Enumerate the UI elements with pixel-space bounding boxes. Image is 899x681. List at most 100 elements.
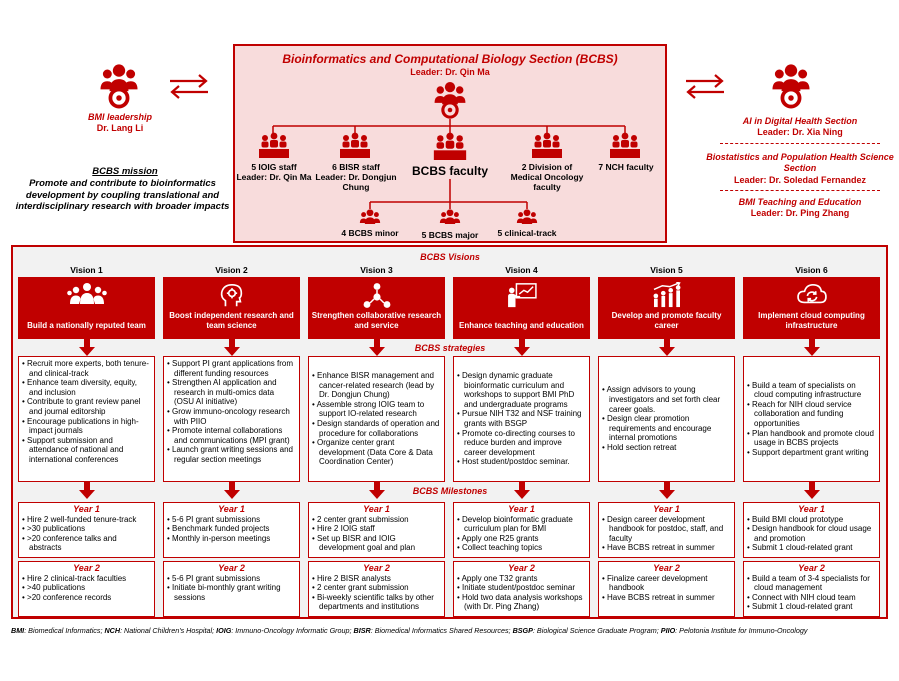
strategy-item: Enhance team diversity, equity, and incl… [22,378,151,397]
strategy-box: Design dynamic graduate bioinformatic cu… [453,356,590,482]
strategy-list: Build a team of specialists on cloud com… [747,381,876,458]
bcbs-faculty-icon [433,132,467,160]
year1-milestone-list: 5-6 PI grant submissionsBenchmark funded… [167,515,296,544]
footnote-full: : Biomedical Informatics; [24,626,105,635]
strategy-item: Support submission and attendance of nat… [22,436,151,465]
milestone-item: Hire 2 IOIG staff [312,524,441,534]
sub-unit-clinical-track: 5 clinical-track [497,228,557,238]
footnote-abbr: BISR [353,626,371,635]
year1-label: Year 1 [363,504,390,514]
footnote-abbr: PIIO [660,626,676,635]
vision-title: Vision 4 [505,265,538,275]
vision-label: Strengthen collaborative research and se… [311,311,442,330]
sub-unit-bcbs-minor: 4 BCBS minor [341,228,399,238]
milestone-item: 5-6 PI grant submissions [167,515,296,525]
strategy-item: Promote co-directing courses to reduce b… [457,429,586,458]
year1-milestone-box: Year 1Develop bioinformatic graduate cur… [453,502,590,558]
bcbs-title: Bioinformatics and Computational Biology… [282,52,618,66]
milestone-item: Set up BISR and IOIG development goal an… [312,534,441,553]
strategies-label: BCBS strategies [414,343,486,353]
vision-title: Vision 6 [795,265,828,275]
strategy-box: Support PI grant applications from diffe… [163,356,300,482]
vision-label: Implement cloud computing infrastructure [758,311,865,330]
vision-card: Implement cloud computing infrastructure [743,277,880,339]
cloud-sync-icon [743,282,880,313]
milestone-item: >40 publications [22,583,151,593]
strategy-box: Recruit more experts, both tenure- and c… [18,356,155,482]
ioig-staff-icon [259,132,289,158]
vision-card: Build a nationally reputed team [18,277,155,339]
section-divider [720,190,880,191]
milestone-item: 2 center grant submission [312,515,441,525]
down-arrow-icon [803,482,820,499]
unit-medical-oncology: 2 Division of Medical Oncology faculty [510,162,584,192]
year2-milestone-box: Year 2Hire 2 clinical-track faculties>40… [18,561,155,617]
nch-faculty-icon [610,132,640,158]
milestone-item: Build BMI cloud prototype [747,515,876,525]
strategy-box: Enhance BISR management and cancer-relat… [308,356,445,482]
mission-title: BCBS mission [92,166,158,177]
milestone-item: >20 conference records [22,593,151,603]
year2-milestone-list: Finalize career development handbookHave… [602,574,731,603]
footnote-abbr: IOIG [216,626,232,635]
milestone-item: Build a team of 3-4 specialists for clou… [747,574,876,593]
unit-nch-faculty: 7 NCH faculty [598,162,654,172]
footnote-abbr: BMI [11,626,25,635]
year2-milestone-list: Build a team of 3-4 specialists for clou… [747,574,876,612]
down-arrow-icon [368,482,385,499]
strategy-item: Build a team of specialists on cloud com… [747,381,876,400]
medical-oncology-icon [532,132,562,158]
unit-bisr-line1: 6 BISR staff [332,162,380,172]
down-arrow-icon [513,482,530,499]
milestone-item: Hire 2 BISR analysts [312,574,441,584]
year1-milestone-list: Hire 2 well-funded tenure-track>30 publi… [22,515,151,553]
bmi-leadership-name: Dr. Lang Li [96,123,144,133]
milestone-item: Initiate student/postdoc seminar [457,583,586,593]
section-ai-digital-health-name: AI in Digital Health Section [742,116,858,126]
vision-title: Vision 5 [650,265,683,275]
strategy-item: Promote internal collaborations and comm… [167,426,296,445]
strategy-item: Pursue NIH T32 and NSF training grants w… [457,409,586,428]
org-connectors [272,119,626,209]
bidirectional-arrow-icon-right [686,74,724,99]
brain-gear-icon [163,282,300,315]
unit-ioig-staff: 5 IOIG staff Leader: Dr. Qin Ma [235,162,313,182]
milestone-item: 2 center grant submission [312,583,441,593]
section-biostats-leader: Leader: Dr. Soledad Fernandez [733,175,867,185]
bcbs-minor-icon [359,209,381,224]
year1-label: Year 1 [73,504,100,514]
strategy-item: Hold section retreat [602,443,731,453]
strategy-list: Enhance BISR management and cancer-relat… [312,371,441,467]
section-biostats-name: Biostatistics and Population Health Scie… [706,152,894,173]
milestone-item: Design handbook for cloud usage and prom… [747,524,876,543]
strategy-item: Plan handbook and promote cloud usage in… [747,429,876,448]
bisr-staff-icon [340,132,370,158]
down-arrow-icon [513,339,530,356]
milestone-item: Apply one R25 grants [457,534,586,544]
vision-card: Boost independent research and team scie… [163,277,300,339]
footnote-full: : Pelotonia Institute for Immuno-Oncolog… [675,626,808,635]
year2-label: Year 2 [73,563,100,573]
section-teaching-name: BMI Teaching and Education [738,197,862,207]
mission-text: Promote and contribute to bioinformatics… [15,178,230,212]
year2-label: Year 2 [653,563,680,573]
unit-bisr-line2: Leader: Dr. Dongjun Chung [315,172,397,192]
strategy-item: Grow immuno-oncology research with PIIO [167,407,296,426]
milestone-item: Initiate bi-monthly grant writing sessio… [167,583,296,602]
milestone-item: Monthly in-person meetings [167,534,296,544]
teacher-icon [453,282,590,313]
bcbs-leader: Leader: Dr. Qin Ma [410,67,490,77]
strategy-item: Contribute to grant review panel and jou… [22,397,151,416]
strategy-box: Build a team of specialists on cloud com… [743,356,880,482]
down-arrow-icon [368,339,385,356]
abbreviations-footnote: BMI: Biomedical Informatics; NCH: Nation… [11,626,891,635]
down-arrow-icon [803,339,820,356]
leadership-team-icon [100,64,138,109]
milestones-label: BCBS Milestones [412,486,488,496]
strategy-item: Assemble strong IOIG team to support IO-… [312,400,441,419]
milestone-item: Develop bioinformatic graduate curriculu… [457,515,586,534]
visions-label: BCBS Visions [420,252,480,262]
career-growth-icon [598,281,735,313]
milestone-item: Hire 2 well-funded tenure-track [22,515,151,525]
